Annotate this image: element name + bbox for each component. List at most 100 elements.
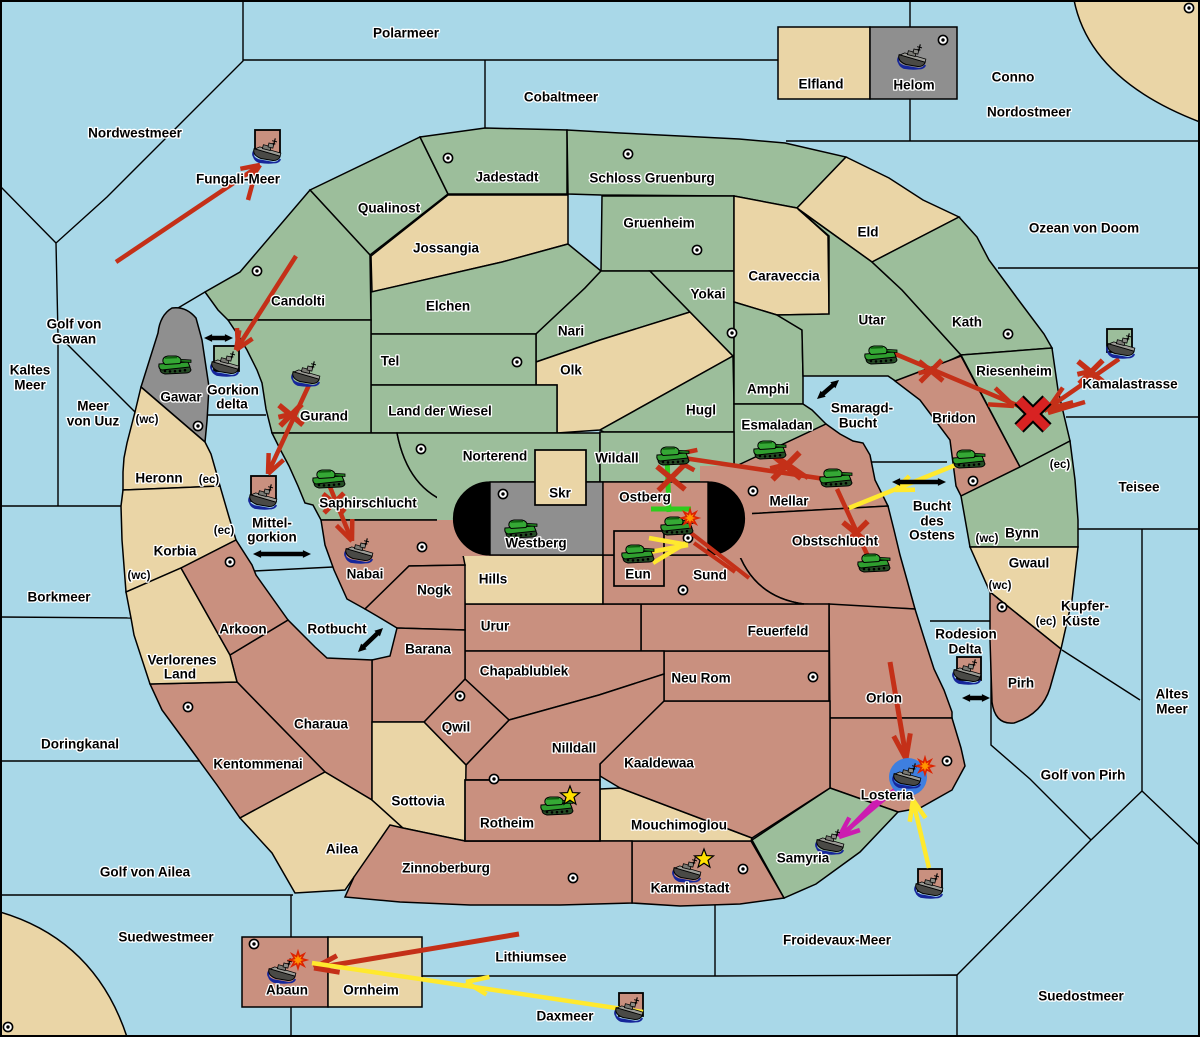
svg-text:Gurand: Gurand <box>300 409 348 424</box>
svg-text:Rodesion: Rodesion <box>935 627 997 642</box>
svg-text:Verlorenes: Verlorenes <box>147 653 216 668</box>
svg-text:Ornheim: Ornheim <box>343 983 399 998</box>
svg-text:(wc): (wc) <box>989 580 1012 592</box>
svg-text:Gorkion: Gorkion <box>207 383 259 398</box>
svg-text:Yokai: Yokai <box>690 287 725 302</box>
svg-text:Zinnoberburg: Zinnoberburg <box>402 861 490 876</box>
svg-text:Mittel-: Mittel- <box>252 516 292 531</box>
svg-text:Pirh: Pirh <box>1008 676 1034 691</box>
svg-text:Rotheim: Rotheim <box>480 816 534 831</box>
svg-text:Kath: Kath <box>952 315 982 330</box>
svg-text:Helom: Helom <box>893 78 934 93</box>
svg-text:Karminstadt: Karminstadt <box>651 881 730 896</box>
svg-text:Kamalastrasse: Kamalastrasse <box>1082 377 1178 392</box>
svg-text:(ec): (ec) <box>1050 459 1071 471</box>
svg-text:Nogk: Nogk <box>417 583 451 598</box>
svg-text:Bucht: Bucht <box>913 499 952 514</box>
svg-text:Qwil: Qwil <box>442 720 471 735</box>
svg-text:Ostens: Ostens <box>909 528 955 543</box>
svg-text:Wildall: Wildall <box>595 451 638 466</box>
svg-text:Smaragd-: Smaragd- <box>831 401 893 416</box>
svg-text:Gawan: Gawan <box>52 332 96 347</box>
svg-text:Sottovia: Sottovia <box>391 794 445 809</box>
svg-text:Eld: Eld <box>857 225 878 240</box>
svg-text:Meer: Meer <box>1156 702 1188 717</box>
svg-text:Delta: Delta <box>948 642 982 657</box>
svg-text:Charaua: Charaua <box>294 717 349 732</box>
svg-text:Barana: Barana <box>405 642 451 657</box>
svg-text:Altes: Altes <box>1155 687 1188 702</box>
svg-text:Elchen: Elchen <box>426 299 470 314</box>
svg-text:Neu Rom: Neu Rom <box>671 671 730 686</box>
svg-text:Kentommenai: Kentommenai <box>213 757 302 772</box>
svg-text:des: des <box>920 514 943 529</box>
svg-text:Samyria: Samyria <box>777 851 830 866</box>
svg-text:Ailea: Ailea <box>326 842 359 857</box>
svg-text:(wc): (wc) <box>976 533 999 545</box>
svg-text:Suedostmeer: Suedostmeer <box>1038 989 1124 1004</box>
svg-text:Olk: Olk <box>560 363 582 378</box>
svg-text:Conno: Conno <box>992 70 1035 85</box>
svg-text:Korbia: Korbia <box>154 544 197 559</box>
svg-text:Heronn: Heronn <box>135 471 182 486</box>
svg-text:Bucht: Bucht <box>839 416 878 431</box>
svg-text:Küste: Küste <box>1062 614 1100 629</box>
svg-text:Kaltes: Kaltes <box>10 363 51 378</box>
svg-text:Jadestadt: Jadestadt <box>475 170 539 185</box>
svg-text:Nilldall: Nilldall <box>552 741 596 756</box>
svg-text:Utar: Utar <box>858 313 886 328</box>
svg-text:Rotbucht: Rotbucht <box>307 622 367 637</box>
svg-text:Candolti: Candolti <box>271 294 325 309</box>
svg-text:Gruenheim: Gruenheim <box>623 216 694 231</box>
svg-text:(wc): (wc) <box>136 414 159 426</box>
svg-text:Sund: Sund <box>693 568 727 583</box>
svg-text:Elfland: Elfland <box>798 77 843 92</box>
svg-text:Teisee: Teisee <box>1118 480 1160 495</box>
svg-text:Esmaladan: Esmaladan <box>741 418 812 433</box>
svg-text:Gwaul: Gwaul <box>1009 556 1050 571</box>
svg-text:Urur: Urur <box>481 619 510 634</box>
svg-text:Bridon: Bridon <box>932 411 976 426</box>
svg-text:delta: delta <box>216 397 248 412</box>
svg-text:Froidevaux-Meer: Froidevaux-Meer <box>783 933 892 948</box>
svg-text:Tel: Tel <box>381 354 400 369</box>
svg-text:Nabai: Nabai <box>347 567 384 582</box>
svg-text:Nordwestmeer: Nordwestmeer <box>88 126 183 141</box>
svg-text:Losteria: Losteria <box>861 788 914 803</box>
svg-text:Lithiumsee: Lithiumsee <box>495 950 567 965</box>
svg-text:Suedwestmeer: Suedwestmeer <box>118 930 214 945</box>
svg-text:Caraveccia: Caraveccia <box>748 269 820 284</box>
svg-text:Abaun: Abaun <box>266 983 308 998</box>
svg-text:Ostberg: Ostberg <box>619 490 671 505</box>
svg-text:Westberg: Westberg <box>505 536 566 551</box>
svg-text:Golf von Pirh: Golf von Pirh <box>1041 768 1126 783</box>
svg-text:Meer: Meer <box>14 378 46 393</box>
svg-text:Arkoon: Arkoon <box>219 622 266 637</box>
svg-text:Qualinost: Qualinost <box>358 201 421 216</box>
svg-text:Mouchimoglou: Mouchimoglou <box>631 818 727 833</box>
svg-text:(ec): (ec) <box>1036 616 1057 628</box>
svg-text:Gawar: Gawar <box>160 390 202 405</box>
svg-text:Feuerfeld: Feuerfeld <box>748 624 809 639</box>
svg-text:Fungali-Meer: Fungali-Meer <box>196 172 281 187</box>
svg-text:Schloss Gruenburg: Schloss Gruenburg <box>589 171 714 186</box>
svg-text:(ec): (ec) <box>214 525 235 537</box>
svg-text:Orlon: Orlon <box>866 691 902 706</box>
svg-text:Riesenheim: Riesenheim <box>976 364 1052 379</box>
svg-text:Polarmeer: Polarmeer <box>373 26 440 41</box>
svg-text:Nari: Nari <box>558 324 584 339</box>
svg-text:Jossangia: Jossangia <box>413 241 480 256</box>
svg-text:Meer: Meer <box>77 399 109 414</box>
svg-text:Obstschlucht: Obstschlucht <box>792 534 879 549</box>
svg-text:Hugl: Hugl <box>686 403 716 418</box>
svg-text:Hills: Hills <box>479 572 508 587</box>
svg-text:Amphi: Amphi <box>747 382 789 397</box>
svg-text:Mellar: Mellar <box>769 494 809 509</box>
svg-text:Golf von: Golf von <box>47 317 102 332</box>
svg-text:Kaaldewaa: Kaaldewaa <box>624 756 694 771</box>
svg-text:Kupfer-: Kupfer- <box>1061 599 1109 614</box>
svg-text:Golf von Ailea: Golf von Ailea <box>100 865 191 880</box>
svg-text:Ozean von Doom: Ozean von Doom <box>1029 221 1139 236</box>
svg-text:von Uuz: von Uuz <box>67 414 120 429</box>
svg-text:gorkion: gorkion <box>247 530 297 545</box>
